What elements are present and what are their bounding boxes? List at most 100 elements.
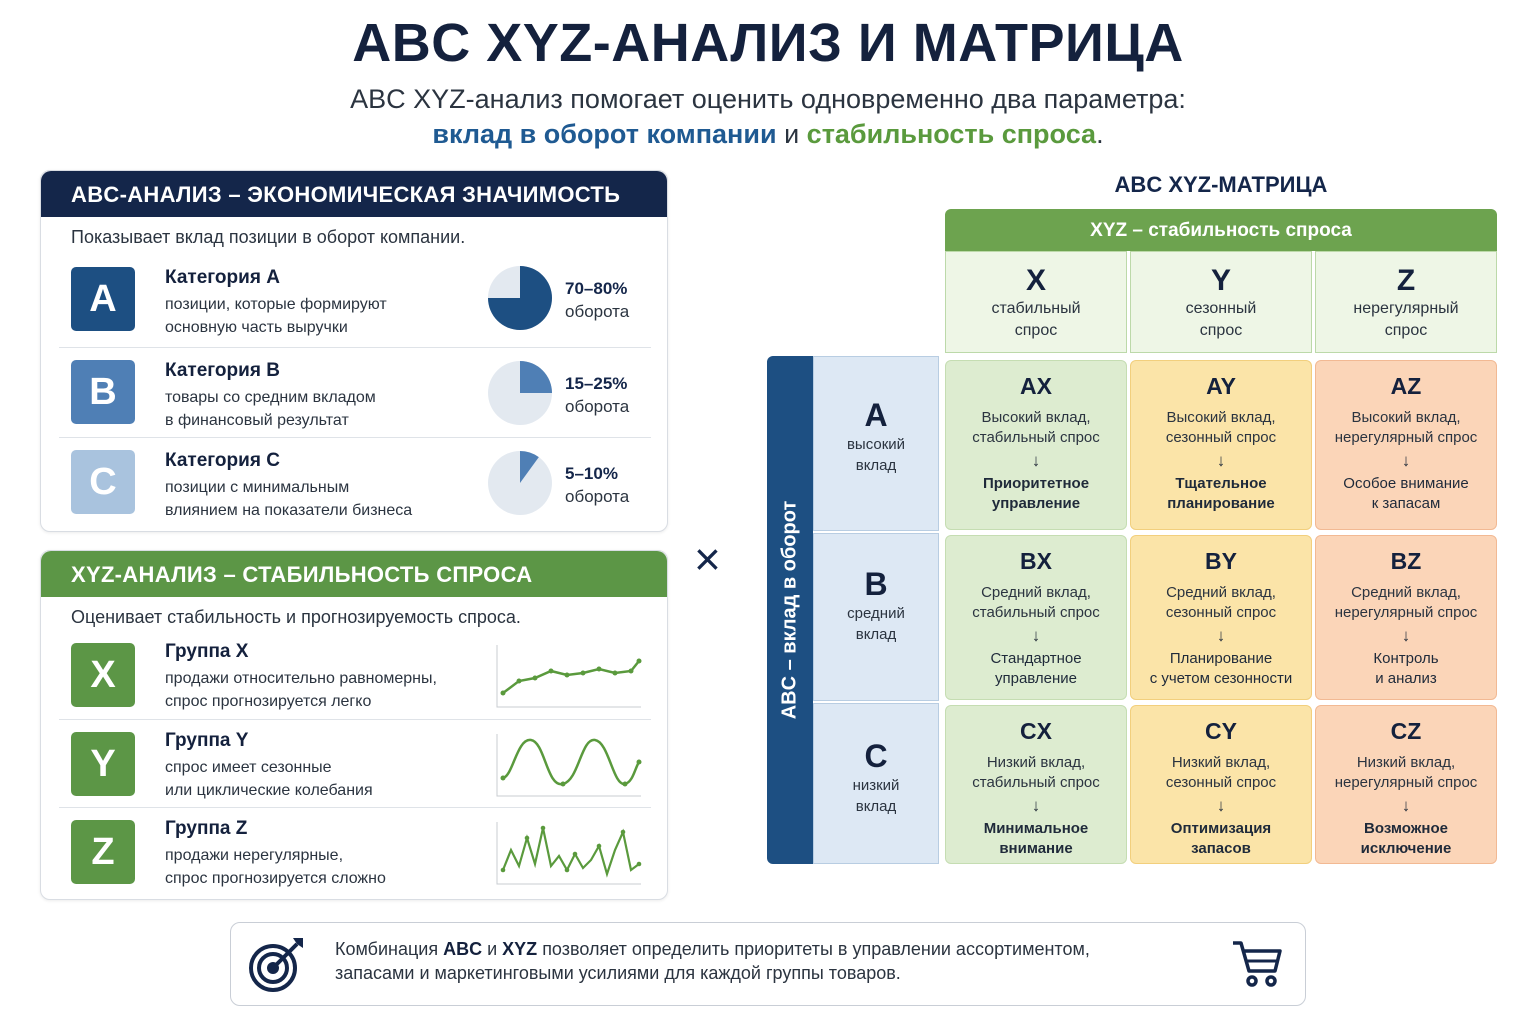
row-sub-line2: вклад (855, 457, 897, 474)
arrow-down-icon: ↓ (1216, 796, 1226, 815)
matrix-xyz-header: XYZ – стабильность спроса (945, 209, 1497, 251)
cell-description-line1: Высокий вклад, (1351, 409, 1461, 426)
footer-text-part: Комбинация (335, 939, 444, 959)
xyz-panel: XYZ-АНАЛИЗ – СТАБИЛЬНОСТЬ СПРОСА Оценива… (40, 550, 668, 900)
abc-row-title: Категория B (165, 360, 280, 381)
xyz-panel-description: Оценивает стабильность и прогнозируемост… (71, 607, 521, 627)
row-letter: C (864, 738, 888, 774)
subtitle-line2: вклад в оборот компании и стабильность с… (0, 117, 1536, 152)
cell-action: Контроль и анализ (1316, 649, 1496, 689)
subtitle-end: . (1096, 119, 1104, 149)
cell-action-line2: с учетом сезонности (1149, 670, 1293, 687)
badge-c: C (71, 450, 135, 514)
xyz-row-x: X Группа X продажи относительно равномер… (59, 639, 651, 729)
matrix-cell-ax: AX Высокий вклад,стабильный спрос ↓ Прио… (945, 360, 1127, 530)
xyz-row-text: продажи нерегулярные,спрос прогнозируетс… (165, 844, 495, 890)
abc-side-text-content: ABC – вклад в оборот (778, 500, 801, 720)
cell-action-line1: Приоритетное (982, 475, 1090, 492)
row-sub-line1: средний (847, 605, 905, 622)
xyz-row-z: Z Группа Z продажи нерегулярные,спрос пр… (59, 807, 651, 897)
cell-description-line1: Высокий вклад, (981, 409, 1091, 426)
matrix-column-y: Y сезонный спрос (1130, 251, 1312, 353)
cell-action-line1: Особое внимание (1343, 475, 1469, 492)
cell-description-line1: Средний вклад, (1166, 584, 1276, 601)
footer-text-part: и (482, 939, 503, 959)
row-sub-line1: низкий (852, 777, 900, 794)
matrix-title: ABC XYZ-МАТРИЦА (1114, 172, 1328, 197)
cell-action-line1: Планирование (1169, 650, 1273, 667)
column-letter: X (1025, 264, 1046, 297)
pie-slice (488, 266, 552, 330)
matrix-cell-ay: AY Высокий вклад,сезонный спрос ↓ Тщател… (1130, 360, 1312, 530)
badge-b: B (71, 360, 135, 424)
column-letter: Y (1210, 264, 1231, 297)
pct-value: 15–25% (565, 374, 628, 393)
cell-action-line1: Контроль (1373, 650, 1439, 667)
arrow-down-icon: ↓ (1216, 451, 1226, 470)
abc-row-pct: 5–10%оборота (565, 462, 629, 508)
row-sub-line1: высокий (846, 436, 906, 453)
cell-action-line1: Возможное (1364, 820, 1448, 837)
cell-description-line1: Низкий вклад, (986, 754, 1086, 771)
subtitle-line1: ABC XYZ-анализ помогает оценить одноврем… (350, 84, 1186, 114)
xyz-row-text: продажи относительно равномерны,спрос пр… (165, 667, 495, 713)
page-title: ABC XYZ-АНАЛИЗ И МАТРИЦА (352, 13, 1184, 73)
cell-action-line2: внимание (999, 840, 1073, 857)
column-letter: Z (1396, 264, 1416, 297)
badge-y: Y (71, 732, 135, 796)
multiply-sign: × (694, 533, 721, 585)
pct-label: оборота (565, 487, 630, 506)
abc-row-text-line1: позиции с минимальным (165, 479, 350, 496)
cell-action-line2: и анализ (1375, 670, 1437, 687)
subtitle-blue: вклад в оборот компании (432, 119, 777, 149)
pie-chart-a (488, 266, 552, 330)
abc-row-title: Категория C (165, 450, 280, 471)
cell-description-line1: Низкий вклад, (1356, 754, 1456, 771)
pie-chart-b (488, 361, 552, 425)
abc-row-pct: 70–80%оборота (565, 277, 629, 323)
arrow-down-icon: ↓ (1216, 626, 1226, 645)
arrow-down-icon: ↓ (1031, 626, 1041, 645)
pie-slice (520, 451, 539, 483)
matrix-cell-cz: CZ Низкий вклад,нерегулярный спрос ↓ Воз… (1315, 705, 1497, 864)
arrow-down-icon: ↓ (1031, 796, 1041, 815)
cell-description: Низкий вклад,стабильный спрос (946, 753, 1126, 793)
xyz-row-text-line2: спрос прогнозируется сложно (165, 870, 386, 887)
column-sub-line1: стабильный (991, 300, 1081, 317)
cell-action-line2: запасов (1191, 840, 1251, 857)
matrix-row-b: B средний вклад (813, 533, 939, 701)
matrix-cell-az: AZ Высокий вклад,нерегулярный спрос ↓ Ос… (1315, 360, 1497, 530)
cell-action-line1: Оптимизация (1170, 820, 1272, 837)
cell-action-line2: планирование (1167, 495, 1275, 512)
pct-label: оборота (565, 397, 630, 416)
column-sub-line2: спрос (1014, 322, 1058, 339)
pct-value: 70–80% (565, 279, 628, 298)
badge-z: Z (71, 820, 135, 884)
cell-code: BY (1205, 548, 1237, 574)
cell-description: Средний вклад,нерегулярный спрос (1316, 583, 1496, 623)
footer-text: Комбинация ABC и XYZ позволяет определит… (335, 937, 1215, 985)
cell-code: BZ (1390, 548, 1422, 574)
cell-action: Оптимизация запасов (1131, 819, 1311, 859)
matrix-cell-bx: BX Средний вклад,стабильный спрос ↓ Стан… (945, 535, 1127, 700)
matrix-cell-cx: CX Низкий вклад,стабильный спрос ↓ Миним… (945, 705, 1127, 864)
arrow-down-icon: ↓ (1401, 626, 1411, 645)
cell-description: Средний вклад,сезонный спрос (1131, 583, 1311, 623)
cell-description-line2: нерегулярный спрос (1334, 604, 1478, 621)
matrix-row-c: C низкий вклад (813, 703, 939, 864)
cell-code: AY (1206, 373, 1236, 399)
footer-text-xyz: XYZ (502, 939, 538, 959)
abc-row-title: Категория А (165, 267, 280, 288)
seasonal-trend-sparkline-icon (496, 734, 642, 797)
cell-description-line1: Высокий вклад, (1166, 409, 1276, 426)
abc-row-pct: 15–25% оборота (565, 372, 629, 418)
cell-code: CY (1205, 718, 1237, 744)
cell-action-line1: Тщательное (1175, 475, 1267, 492)
